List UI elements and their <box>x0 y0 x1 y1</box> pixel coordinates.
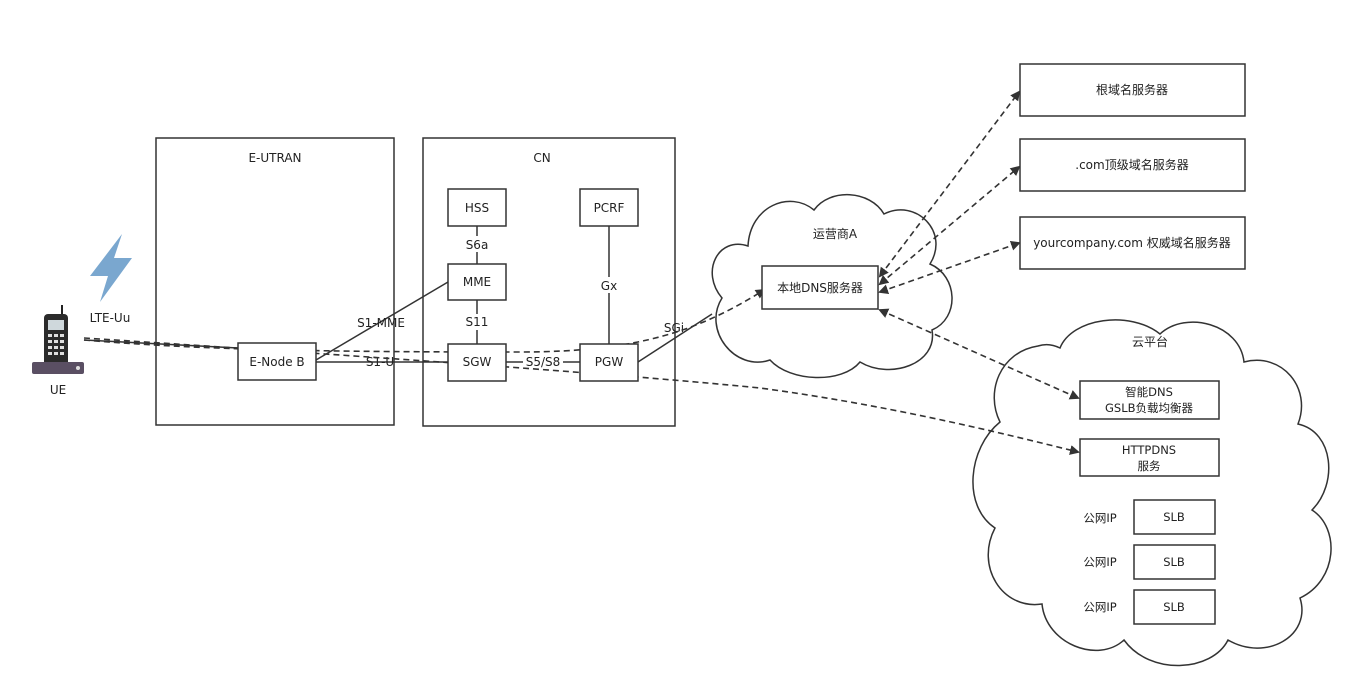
s6a-label: S6a <box>466 238 489 252</box>
smart-dns-label-line2: GSLB负载均衡器 <box>1105 401 1194 415</box>
pcrf-label: PCRF <box>594 201 625 215</box>
auth-dns-label: yourcompany.com 权威域名服务器 <box>1033 235 1231 250</box>
public-ip-label: 公网IP <box>1083 600 1116 614</box>
com-dns-node <box>1019 138 1246 192</box>
s1-u-label: S1-U <box>366 355 394 369</box>
s1-mme-label: S1-MME <box>357 316 405 330</box>
sgi-label: SGi <box>664 321 684 335</box>
pgw-node <box>579 343 639 382</box>
slb-row: 公网IP SLB <box>1083 544 1216 580</box>
phone-icon <box>32 305 84 374</box>
carrier-label: 运营商A <box>813 226 858 241</box>
cn-region <box>422 137 676 427</box>
enodeb-node <box>237 342 317 381</box>
cloud-platform-label: 云平台 <box>1132 334 1168 349</box>
slb-row: 公网IP SLB <box>1083 589 1216 625</box>
mme-label: MME <box>463 275 491 289</box>
slb-label: SLB <box>1163 600 1185 614</box>
root-dns-node <box>1019 63 1246 117</box>
pcrf-node <box>579 188 639 227</box>
local-dns-label: 本地DNS服务器 <box>777 280 863 295</box>
slb-label: SLB <box>1163 555 1185 569</box>
public-ip-label: 公网IP <box>1083 511 1116 525</box>
mme-node <box>447 263 507 301</box>
s1-mme-link <box>315 281 449 361</box>
slb-node <box>1133 589 1216 625</box>
local-to-auth-dns-path <box>878 240 1021 295</box>
cloud-platform <box>972 319 1332 667</box>
root-dns-label: 根域名服务器 <box>1096 82 1168 97</box>
lightning-icon <box>90 234 132 302</box>
slb-label: SLB <box>1163 510 1185 524</box>
eutran-region <box>155 137 395 426</box>
hss-node <box>447 188 507 227</box>
s11-label: S11 <box>466 315 489 329</box>
smart-dns-label-line1: 智能DNS <box>1125 385 1173 399</box>
slb-row: 公网IP SLB <box>1083 499 1216 535</box>
pgw-label: PGW <box>595 355 624 369</box>
hss-label: HSS <box>465 201 489 215</box>
eutran-label: E-UTRAN <box>248 151 301 165</box>
ue-label: UE <box>50 383 66 397</box>
enodeb-label: E-Node B <box>249 355 304 369</box>
cn-label: CN <box>533 151 550 165</box>
sgi-link <box>637 313 713 363</box>
httpdns-label-line1: HTTPDNS <box>1122 443 1176 457</box>
sgw-node <box>447 343 507 382</box>
local-to-smart-dns-path <box>878 308 1080 400</box>
slb-node <box>1133 499 1216 535</box>
s5s8-label: S5/S8 <box>526 355 561 369</box>
local-dns-node <box>761 265 879 310</box>
slb-node <box>1133 544 1216 580</box>
httpdns-label-line2: 服务 <box>1138 459 1161 473</box>
sgw-label: SGW <box>463 355 492 369</box>
lte-uu-label: LTE-Uu <box>90 311 131 325</box>
com-dns-label: .com顶级域名服务器 <box>1075 157 1188 172</box>
auth-dns-node <box>1019 216 1246 270</box>
httpdns-node <box>1079 438 1220 477</box>
gx-label: Gx <box>601 279 617 293</box>
public-ip-label: 公网IP <box>1083 555 1116 569</box>
ue-to-local-dns-path <box>83 288 766 353</box>
smart-dns-node <box>1079 380 1220 420</box>
